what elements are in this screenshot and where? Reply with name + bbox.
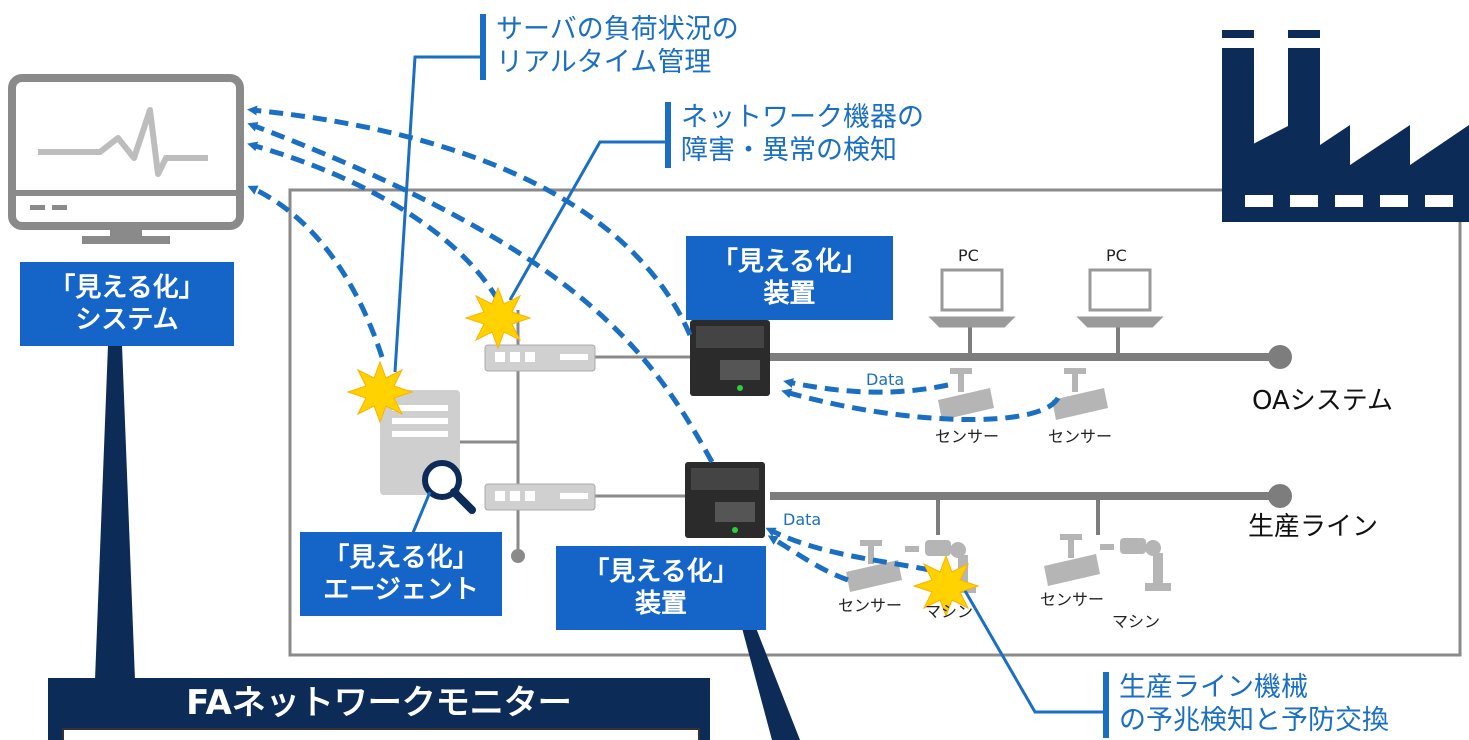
callout-production-line1: 生産ライン機械 xyxy=(1119,672,1308,703)
device-bottom-line2: 装置 xyxy=(634,589,687,619)
alert-burst-icon xyxy=(464,286,532,350)
alert-burst-icon xyxy=(912,554,980,618)
agent-box-line1: 「見える化」 xyxy=(323,542,479,573)
callout-network-line1: ネットワーク機器の xyxy=(681,102,924,133)
monitor-icon xyxy=(8,74,244,244)
production-line-label: 生産ライン xyxy=(1248,512,1379,542)
network-switch-icon xyxy=(484,483,596,511)
sensor-label-pl-1: センサー xyxy=(838,596,903,615)
title-inner-panel xyxy=(62,728,700,740)
pc-label-1: PC xyxy=(958,246,979,265)
camera-sensor-icon xyxy=(1052,368,1108,420)
trunk-end-dot xyxy=(511,549,525,563)
alert-burst-icon xyxy=(346,360,414,424)
flow-arrow-device-bottom xyxy=(247,122,715,464)
oa-system-label: OAシステム xyxy=(1252,386,1394,416)
system-box-line1: 「見える化」 xyxy=(49,272,205,303)
callout-server-line2: リアルタイム管理 xyxy=(496,46,712,78)
flow-arrow-oa-sensor-2 xyxy=(781,388,1061,423)
machine-label-pl-1: マシン xyxy=(925,602,974,621)
data-label-top: Data xyxy=(866,370,905,389)
data-label-bottom: Data xyxy=(783,510,822,529)
callout-production: 生産ライン機械 の予兆検知と予防交換 xyxy=(1103,672,1389,738)
controller-device-icon xyxy=(690,320,770,396)
flow-arrow-pl-sensor xyxy=(767,535,849,583)
leader-server xyxy=(393,55,480,373)
robot-arm-icon xyxy=(1100,538,1171,591)
callout-server-line1: サーバの負荷状況の xyxy=(496,14,739,45)
laptop-icon xyxy=(1076,268,1164,328)
sensor-label-oa-2: センサー xyxy=(1048,427,1113,446)
flow-arrow-oa-sensor-1 xyxy=(783,378,949,395)
callout-server: サーバの負荷状況の リアルタイム管理 xyxy=(480,14,739,80)
flow-arrow-agent xyxy=(247,185,385,358)
pc-label-2: PC xyxy=(1106,246,1127,265)
sensor-label-oa-1: センサー xyxy=(935,427,1000,446)
magnifier-icon xyxy=(422,460,476,514)
machine-label-pl-2: マシン xyxy=(1112,612,1161,631)
leader-production xyxy=(958,581,1103,714)
title-banner: FAネットワークモニター xyxy=(48,678,710,740)
device-top-line2: 装置 xyxy=(763,279,816,309)
page-title: FAネットワークモニター xyxy=(186,683,572,723)
system-pointer xyxy=(95,345,135,680)
device-top-line1: 「見える化」 xyxy=(711,246,868,277)
visualization-device-box-bottom: 「見える化」 装置 xyxy=(556,546,766,630)
device-bottom-line1: 「見える化」 xyxy=(583,556,739,587)
callout-network: ネットワーク機器の 障害・異常の検知 xyxy=(665,102,924,168)
camera-sensor-icon xyxy=(1044,534,1100,586)
controller-device-icon xyxy=(685,462,765,538)
site-boundary xyxy=(288,188,1462,657)
flow-arrow-device-top xyxy=(247,105,693,336)
visualization-device-box-top: 「見える化」 装置 xyxy=(686,236,893,320)
laptop-icon xyxy=(928,268,1016,328)
factory-icon xyxy=(1222,30,1469,222)
network-switch-icon xyxy=(484,344,596,372)
camera-sensor-icon xyxy=(938,368,994,420)
visualization-system-box: 「見える化」 システム xyxy=(20,262,234,346)
device-pointer xyxy=(742,628,800,740)
leader-network xyxy=(508,140,665,301)
visualization-agent-box: 「見える化」 エージェント xyxy=(300,532,502,616)
system-box-line2: システム xyxy=(75,305,179,335)
callout-network-line2: 障害・異常の検知 xyxy=(681,134,897,166)
sensor-label-pl-2: センサー xyxy=(1040,590,1105,609)
agent-box-line2: エージェント xyxy=(323,575,479,605)
callout-production-line2: の予兆検知と予防交換 xyxy=(1119,704,1389,736)
camera-sensor-icon xyxy=(846,540,902,592)
